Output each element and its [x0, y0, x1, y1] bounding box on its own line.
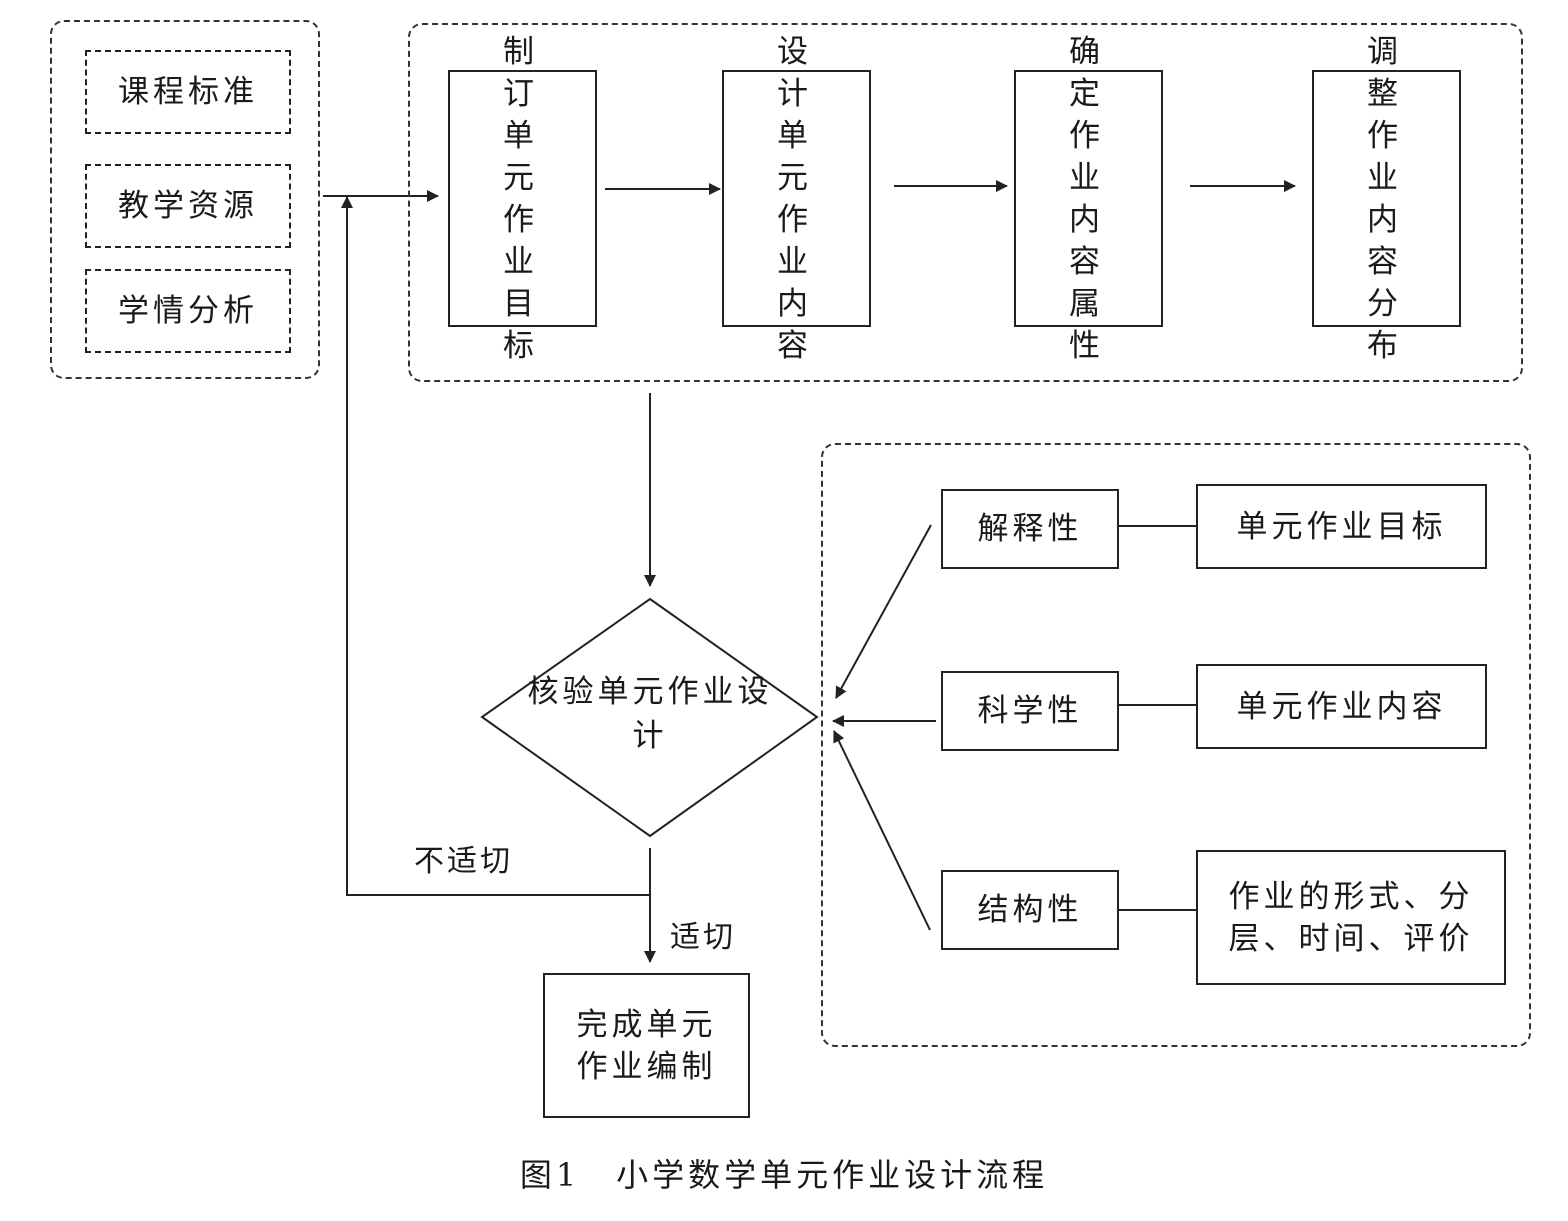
step-determine-attributes-label: 确定作业内容属性	[1069, 33, 1108, 364]
suitable-label: 适切	[670, 920, 736, 955]
criterion-target-content: 单元作业内容	[1196, 664, 1487, 749]
input-learner-analysis: 学情分析	[85, 269, 291, 353]
arrow-criterion-3	[833, 730, 931, 931]
input-curriculum-standards: 课程标准	[85, 50, 291, 134]
criterion-target-objectives: 单元作业目标	[1196, 484, 1487, 569]
input-teaching-resources: 教学资源	[85, 164, 291, 248]
step-design-content: 设计单元作业内容	[722, 34, 871, 364]
result-label: 完成单元作业编制	[576, 1006, 717, 1085]
criterion-interpretive: 解释性	[941, 489, 1119, 569]
step-adjust-distribution: 调整作业内容分布	[1312, 34, 1461, 364]
step-design-content-label: 设计单元作业内容	[777, 33, 816, 364]
arrow-feedback-loop	[341, 196, 651, 896]
criterion-structural: 结构性	[941, 870, 1119, 950]
step-set-objectives-label: 制订单元作业目标	[503, 33, 542, 364]
criteria-group	[821, 443, 1531, 1047]
criterion-scientific: 科学性	[941, 671, 1119, 751]
figure-caption: 图1 小学数学单元作业设计流程	[519, 1156, 1049, 1194]
inputs-group	[50, 20, 320, 379]
decision-label: 核验单元作业设计	[527, 674, 773, 754]
not-suitable-label: 不适切	[414, 844, 513, 879]
step-set-objectives: 制订单元作业目标	[448, 34, 597, 364]
criterion-target-structure-label: 作业的形式、分层、时间、评价	[1228, 878, 1474, 957]
step-determine-attributes: 确定作业内容属性	[1014, 34, 1163, 364]
decision-diamond	[480, 597, 819, 838]
criterion-target-structure: 作业的形式、分层、时间、评价	[1196, 850, 1506, 985]
arrow-criterion-1	[835, 524, 932, 699]
process-group	[408, 23, 1523, 382]
step-adjust-distribution-label: 调整作业内容分布	[1367, 33, 1406, 364]
result-box: 完成单元作业编制	[543, 973, 750, 1118]
